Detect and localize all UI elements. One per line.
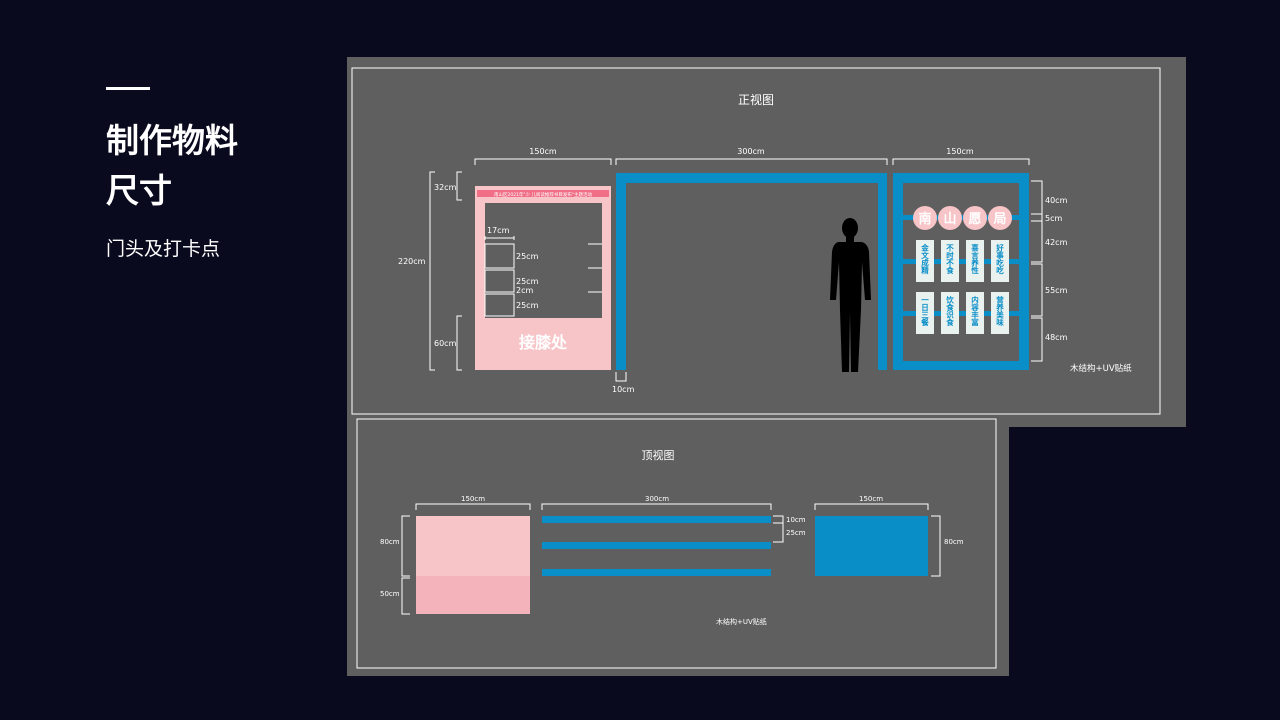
front-height-top: 32cm bbox=[434, 183, 457, 192]
top-dim-80-left bbox=[401, 515, 410, 577]
top-width-right: 150cm bbox=[859, 495, 883, 503]
panel-2-1: 一日三餐 bbox=[920, 296, 929, 327]
dim-right-48 bbox=[1031, 317, 1043, 362]
dim-post-width bbox=[615, 372, 627, 382]
panel-1-2: 不时不食 bbox=[945, 244, 954, 275]
front-view-frame bbox=[351, 67, 1161, 415]
front-view-title: 正视图 bbox=[738, 92, 774, 107]
dim-height-top bbox=[456, 171, 462, 201]
top-height-50: 50cm bbox=[380, 590, 400, 598]
top-bar-25: 25cm bbox=[786, 529, 806, 537]
front-width-left: 150cm bbox=[529, 147, 557, 156]
top-dim-50-left bbox=[401, 577, 410, 615]
panels-row-2-text: 一日三餐 饮食识食 内容丰富 营养美味 bbox=[920, 295, 1004, 328]
shelf-2 bbox=[484, 269, 515, 293]
gate-post-right bbox=[878, 173, 887, 370]
page-title-line2: 尺寸 bbox=[106, 171, 172, 210]
dim-25cm-b: 25cm bbox=[516, 277, 539, 286]
dim-bracket-left bbox=[474, 158, 612, 165]
sign-char-2: 山 bbox=[943, 211, 956, 227]
dim-right-55 bbox=[1031, 263, 1043, 317]
panels-row-1 bbox=[916, 240, 1009, 282]
panel-2-2: 饮食识食 bbox=[945, 295, 954, 328]
shelf-frame-bottom bbox=[893, 361, 1029, 370]
front-right-55: 55cm bbox=[1045, 286, 1068, 295]
sign-circle-4 bbox=[988, 206, 1012, 230]
front-post-width: 10cm bbox=[612, 385, 635, 394]
booth-desk-text: 接膝处 bbox=[519, 333, 568, 352]
top-material-note: 木结构+UV贴纸 bbox=[716, 617, 767, 626]
shelf-bar-2 bbox=[903, 259, 1019, 264]
top-width-middle: 300cm bbox=[645, 495, 669, 503]
shelf-1 bbox=[484, 243, 515, 269]
panel-1-1: 金文成精 bbox=[920, 243, 929, 275]
dim-25cm-a: 25cm bbox=[516, 252, 539, 261]
top-height-80: 80cm bbox=[380, 538, 400, 546]
booth-banner bbox=[477, 190, 609, 197]
sign-circle-1 bbox=[913, 206, 937, 230]
front-right-5: 5cm bbox=[1045, 214, 1062, 223]
dim-right-42 bbox=[1031, 220, 1043, 263]
top-dim-80-right bbox=[931, 515, 941, 577]
booth-banner-text: 南山区2021年"少 儿阅读推荐书目发布"主题活动 bbox=[494, 191, 593, 198]
top-dim-bracket-left bbox=[415, 503, 531, 510]
top-pink-booth bbox=[416, 516, 530, 576]
top-pink-desk bbox=[416, 576, 530, 614]
panel-1-3: 喜言养性 bbox=[970, 243, 979, 275]
top-dim-bracket-right bbox=[814, 503, 929, 510]
panel-1-4: 好事吃吃 bbox=[995, 243, 1004, 275]
shelf-frame-left bbox=[893, 173, 903, 370]
panel-2-3: 内容丰富 bbox=[970, 295, 979, 328]
front-right-42: 42cm bbox=[1045, 238, 1068, 247]
shelf-3 bbox=[484, 293, 515, 317]
panels-row-1-text: 金文成精 不时不食 喜言养性 好事吃吃 bbox=[920, 243, 1004, 275]
shelf-frame-top bbox=[893, 173, 1029, 183]
dim-shelf-width bbox=[484, 236, 515, 240]
gate-beam bbox=[616, 173, 887, 183]
top-blue-shelf bbox=[815, 516, 928, 576]
page-subtitle: 门头及打卡点 bbox=[106, 238, 221, 260]
dim-height-total bbox=[429, 171, 435, 371]
page-title: 制作物料 尺寸 bbox=[106, 116, 238, 216]
top-bar-10: 10cm bbox=[786, 516, 806, 524]
shelf-ticks bbox=[588, 243, 602, 293]
gate-post-left bbox=[616, 173, 626, 370]
sign-char-3: 愿 bbox=[968, 212, 981, 227]
shelf-bar-3 bbox=[903, 311, 1019, 316]
front-width-middle: 300cm bbox=[737, 147, 765, 156]
dim-height-bottom bbox=[456, 315, 462, 371]
top-gate-bar-2 bbox=[542, 542, 771, 549]
top-dim-bracket-middle bbox=[541, 503, 772, 510]
dim-2cm: 2cm bbox=[516, 286, 533, 295]
dim-bracket-right bbox=[892, 158, 1030, 165]
front-height-bottom: 60cm bbox=[434, 339, 457, 348]
panels-row-2 bbox=[916, 292, 1009, 334]
top-gate-bar-1 bbox=[542, 516, 771, 523]
top-gate-bar-3 bbox=[542, 569, 771, 576]
top-view-frame bbox=[356, 418, 997, 669]
person-silhouette bbox=[830, 218, 871, 372]
sign-char-4: 局 bbox=[993, 212, 1006, 227]
front-material-note: 木结构+UV贴纸 bbox=[1070, 363, 1132, 374]
sign-circle-2 bbox=[938, 206, 962, 230]
sign-char-1: 南 bbox=[918, 211, 931, 227]
dim-bracket-middle bbox=[615, 158, 888, 165]
front-right-40: 40cm bbox=[1045, 196, 1068, 205]
front-right-48: 48cm bbox=[1045, 333, 1068, 342]
shelf-frame-right bbox=[1019, 173, 1029, 370]
accent-line bbox=[106, 87, 150, 90]
sign-circle-3 bbox=[963, 206, 987, 230]
front-width-right: 150cm bbox=[946, 147, 974, 156]
page-title-line1: 制作物料 bbox=[106, 121, 238, 160]
top-dim-25 bbox=[773, 522, 784, 543]
top-height-80-right: 80cm bbox=[944, 538, 964, 546]
front-height-total: 220cm bbox=[398, 257, 426, 266]
panel-2-4: 营养美味 bbox=[995, 295, 1004, 328]
top-view-title: 顶视图 bbox=[642, 448, 675, 462]
dim-25cm-c: 25cm bbox=[516, 301, 539, 310]
top-width-left: 150cm bbox=[461, 495, 485, 503]
booth-window bbox=[485, 203, 602, 318]
dim-17cm: 17cm bbox=[487, 226, 510, 235]
